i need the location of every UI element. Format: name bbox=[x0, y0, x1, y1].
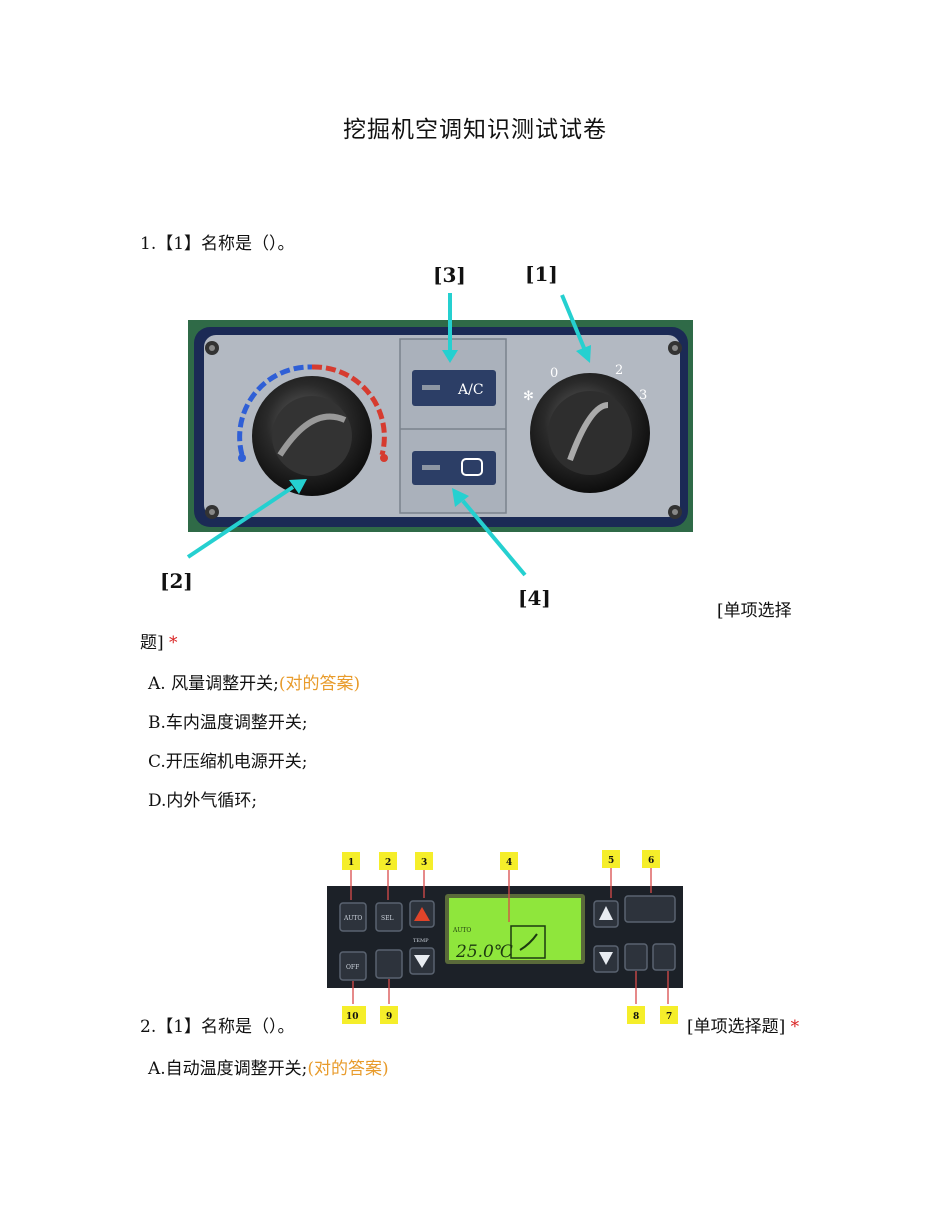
tag-10: 10 bbox=[346, 1012, 359, 1022]
tag-1: 1 bbox=[348, 858, 354, 868]
option-c: C.开压缩机电源开关; bbox=[148, 752, 308, 772]
temp-down-icon bbox=[414, 955, 430, 968]
auto-button-label: AUTO bbox=[343, 915, 362, 922]
label-3: [3] bbox=[433, 263, 466, 287]
label-2: [2] bbox=[160, 569, 193, 593]
dial-mark-2: 2 bbox=[615, 363, 623, 378]
recirculation-icon bbox=[461, 458, 483, 476]
ac-button-label: A/C bbox=[457, 382, 484, 398]
correct-answer-marker: (对的答案) bbox=[307, 1059, 389, 1079]
fan-down-icon bbox=[599, 952, 613, 965]
fan-up-icon bbox=[599, 906, 613, 920]
option-d: D.内外气循环; bbox=[148, 791, 258, 811]
label-4: [4] bbox=[518, 586, 551, 610]
sel-button-label: SEL bbox=[381, 915, 393, 922]
tag-9: 9 bbox=[386, 1012, 392, 1022]
option-a: A. 风量调整开关;(对的答案) bbox=[148, 674, 361, 694]
question-1-type-line2: 题] bbox=[140, 633, 164, 653]
off-button-label: OFF bbox=[346, 964, 359, 971]
required-star: * bbox=[790, 1017, 800, 1037]
question-1-text: 1.【1】名称是（）。 bbox=[140, 234, 295, 254]
label-1: [1] bbox=[525, 262, 558, 286]
correct-answer-marker: (对的答案) bbox=[278, 674, 361, 694]
dial-mark-3: 3 bbox=[639, 388, 647, 403]
tag-2: 2 bbox=[385, 858, 391, 868]
dial-mark-0: 0 bbox=[550, 366, 558, 381]
question-1-type-line1: [单项选择 bbox=[717, 601, 792, 621]
tag-3: 3 bbox=[421, 858, 427, 868]
document-title: 挖掘机空调知识测试试卷 bbox=[343, 117, 607, 143]
ac-control-panel-image: A/C 0 2 3 ✻ [3] [1] [2] [4] bbox=[160, 262, 693, 610]
tag-8: 8 bbox=[633, 1012, 639, 1022]
question-2-type: [单项选择题] bbox=[687, 1017, 786, 1037]
required-star: * bbox=[169, 633, 178, 653]
temp-up-icon bbox=[414, 907, 430, 921]
temp-label: TEMP bbox=[413, 938, 429, 944]
question-2-text: 2.【1】名称是（）。 bbox=[140, 1017, 295, 1037]
fan-icon: ✻ bbox=[523, 389, 534, 404]
tag-7: 7 bbox=[666, 1012, 672, 1022]
auto-ac-control-panel-image: AUTO SEL OFF TEMP AUTO 25.0℃ 1 2 3 4 5 6… bbox=[327, 850, 683, 1024]
tag-6: 6 bbox=[648, 856, 654, 866]
option-b: B.车内温度调整开关; bbox=[148, 713, 308, 733]
lcd-auto-text: AUTO bbox=[452, 927, 471, 934]
lcd-temperature: 25.0℃ bbox=[455, 942, 513, 962]
q2-option-a: A.自动温度调整开关;(对的答案) bbox=[148, 1059, 389, 1079]
tag-4: 4 bbox=[506, 858, 512, 868]
tag-5: 5 bbox=[608, 856, 614, 866]
